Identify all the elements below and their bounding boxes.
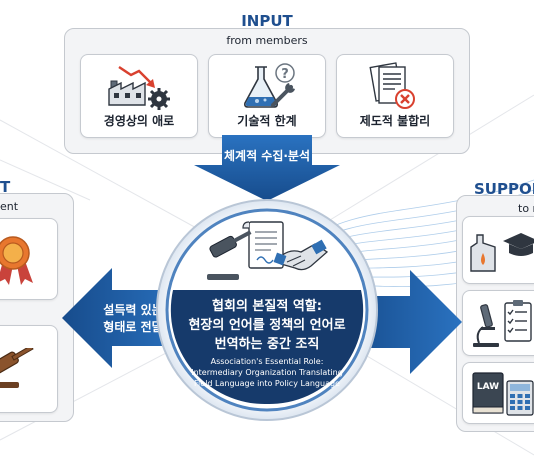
- svg-text:?: ?: [281, 67, 289, 82]
- right-card-research: [462, 290, 534, 356]
- process-arrow-label: 체계적 수집·분석: [223, 149, 311, 163]
- left-arrow-label-line-2: 형태로 전달: [103, 320, 163, 334]
- left-title-fragment: T: [0, 178, 11, 196]
- input-card-label: 제도적 불합리: [359, 114, 431, 128]
- input-card-management: 경영상의 애로: [80, 54, 198, 138]
- left-subtitle-fragment: ent: [0, 200, 19, 213]
- down-arrow: [194, 135, 340, 201]
- gavel-document-handshake-icon: [207, 221, 329, 280]
- left-card-gavel: [0, 325, 58, 413]
- input-card-technical: ? 기술적 한계: [208, 54, 326, 138]
- right-subtitle-fragment: to m: [518, 202, 534, 215]
- award-ribbon-icon: [0, 236, 33, 285]
- right-card-law: LAW: [462, 362, 534, 424]
- input-card-label: 경영상의 애로: [103, 114, 175, 128]
- center-title-line-3: 번역하는 중간 조직: [214, 337, 320, 352]
- gavel-icon: [0, 348, 34, 388]
- microscope-checklist-icon: [473, 300, 532, 347]
- factory-graduation-cap-icon: [470, 233, 534, 272]
- flask-wrench-icon: ?: [244, 63, 295, 108]
- input-subtitle: from members: [226, 34, 308, 47]
- center-title-line-2: 현장의 언어를 정책의 언어로: [188, 318, 346, 333]
- right-card-factory-education: [462, 216, 534, 284]
- center-title-line-1: 협회의 본질적 역할:: [212, 299, 322, 314]
- input-card-label: 기술적 한계: [237, 114, 297, 128]
- right-title-fragment: SUPPOR: [474, 180, 534, 198]
- factory-decline-gear-icon: [108, 66, 170, 110]
- left-arrow-label-line-1: 설득력 있는: [103, 303, 163, 317]
- law-book-text: LAW: [477, 382, 499, 392]
- center-english-line-3: Field Language into Policy Language: [194, 379, 340, 388]
- documents-x-icon: [369, 62, 415, 109]
- center-english-line-2: Intermediary Organization Translating: [191, 368, 343, 377]
- law-book-calculator-icon: LAW: [472, 372, 534, 416]
- input-title: INPUT: [241, 12, 293, 30]
- input-card-institutional: 제도적 불합리: [336, 54, 454, 138]
- left-card-award: [0, 218, 58, 300]
- center-english-line-1: Association's Essential Role:: [210, 357, 324, 366]
